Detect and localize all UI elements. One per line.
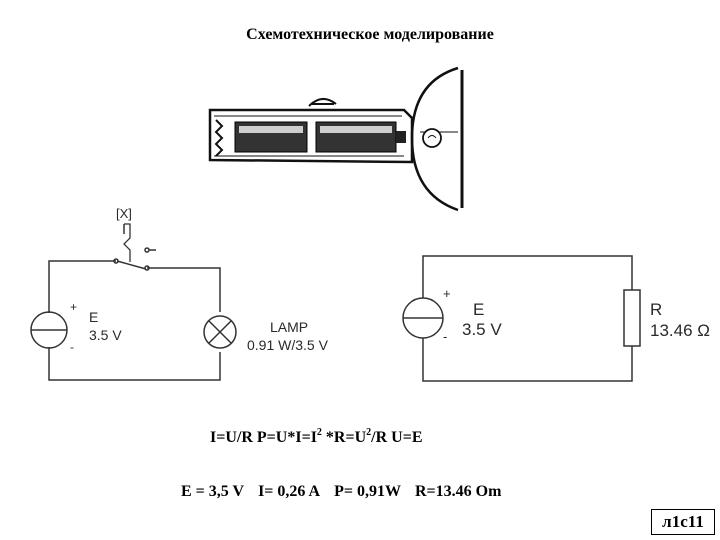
circuit-left (30, 223, 237, 381)
current-value: I= 0,26 A (258, 483, 321, 500)
formula-part: I=U/R P=U*I=I (210, 429, 317, 446)
ohms-law-formula: I=U/R P=U*I=I2 *R=U2/R U=E (210, 427, 423, 447)
source-name-label: E (89, 309, 98, 325)
wire (422, 255, 633, 298)
lamp-symbol (203, 315, 237, 349)
circuit-right (402, 255, 641, 382)
flashlight-switch-knob (308, 98, 337, 107)
source-value-label: 3.5 V (462, 320, 502, 339)
switch-blade (116, 260, 147, 270)
resistor-value-label: 13.46 Ω (650, 321, 710, 340)
power-value: P= 0,91W (334, 483, 401, 500)
circuit-left-labels: [X] + - E 3.5 V LAMP 0.91 W/3.5 V (70, 206, 329, 354)
source-minus-sign: - (70, 340, 74, 354)
switch-contact (113, 258, 119, 264)
lamp-name-label: LAMP (270, 319, 308, 335)
switch-actuator (123, 223, 131, 262)
source-value-label: 3.5 V (89, 327, 122, 343)
switch-contact (144, 247, 150, 253)
formula-exponent: 2 (316, 427, 322, 438)
switch-contact (144, 265, 150, 271)
resistance-value: R=13.46 Om (414, 483, 502, 500)
wire (147, 267, 221, 312)
computed-values: E = 3,5 V I= 0,26 A P= 0,91W R=13.46 Om (181, 483, 511, 501)
source-plus-sign: + (443, 286, 451, 301)
wire (48, 260, 116, 313)
source-plus-sign: + (70, 300, 77, 314)
source-minus-sign: - (443, 329, 447, 344)
flashlight-reflector (410, 66, 459, 212)
slide-id-badge: л1с11 (651, 509, 715, 535)
switch-key-label: [X] (116, 206, 132, 221)
source-name-label: E (473, 300, 484, 319)
lamp-value-label: 0.91 W/3.5 V (247, 337, 329, 353)
flashlight-bulb (422, 128, 442, 148)
wire (422, 338, 633, 382)
circuit-right-labels: + - E 3.5 V R 13.46 Ω (443, 286, 710, 344)
formula-part: *R=U (321, 429, 367, 446)
resistor-symbol (623, 289, 641, 347)
formula-exponent: 2 (366, 427, 372, 438)
resistor-name-label: R (650, 300, 662, 319)
page-title: Схемотехническое моделирование (246, 26, 494, 43)
formula-part: /R U=E (371, 429, 423, 446)
voltage-value: E = 3,5 V (181, 483, 245, 500)
wire (48, 347, 221, 381)
flashlight-spring (214, 119, 224, 157)
flashlight-illustration (208, 66, 464, 212)
